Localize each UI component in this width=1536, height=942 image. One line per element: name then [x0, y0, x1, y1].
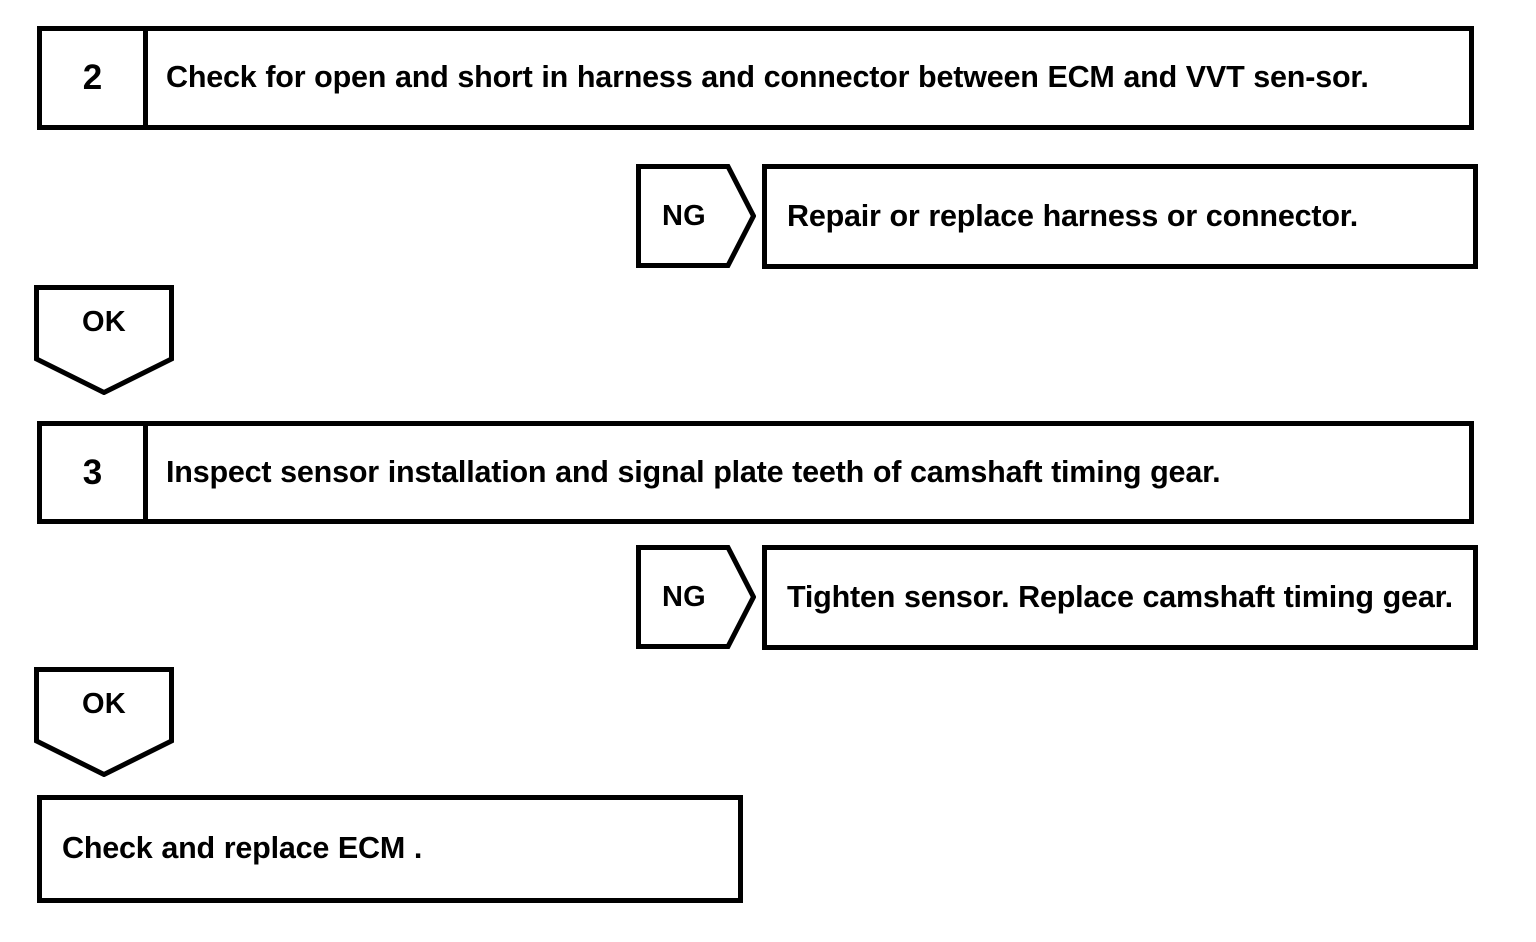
step-instruction-2: Check for open and short in harness and …	[166, 60, 1369, 95]
step-number-3: 3	[42, 426, 148, 519]
step-box-2: 2 Check for open and short in harness an…	[37, 26, 1474, 130]
pass-tag-ok-2-label: OK	[81, 687, 127, 720]
branch-action-box-2: Tighten sensor. Replace camshaft timing …	[762, 545, 1478, 650]
pass-tag-ok-1: OK	[34, 285, 174, 395]
pass-tag-ok-1-label: OK	[81, 305, 127, 338]
branch-tag-ng-2: NG	[636, 545, 756, 649]
pass-tag-ok-2: OK	[34, 667, 174, 777]
step-instruction-3: Inspect sensor installation and signal p…	[166, 454, 1221, 489]
branch-tag-ng-2-label: NG	[661, 580, 707, 613]
step-box-3: 3 Inspect sensor installation and signal…	[37, 421, 1474, 524]
branch-tag-ng-1-label: NG	[661, 199, 707, 232]
branch-action-box-1: Repair or replace harness or connector.	[762, 164, 1478, 269]
step-number-2: 2	[42, 31, 148, 125]
branch-tag-ng-1: NG	[636, 164, 756, 268]
final-action-box: Check and replace ECM .	[37, 795, 743, 903]
